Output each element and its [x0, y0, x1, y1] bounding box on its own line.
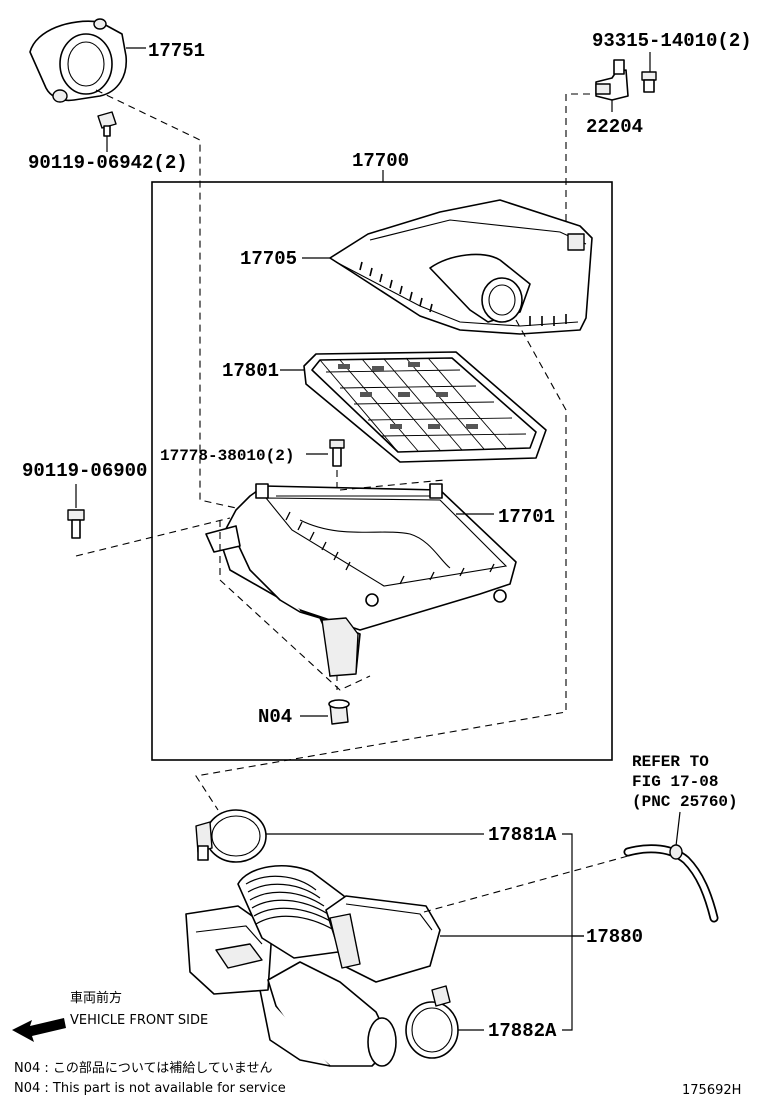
label-93315-14010: 93315-14010(2): [592, 30, 752, 52]
label-17705: 17705: [240, 248, 297, 270]
screw-17778-38010[interactable]: [329, 439, 345, 467]
part-17701-lower-case[interactable]: [205, 483, 517, 677]
part-17882A-clamp[interactable]: [405, 985, 459, 1059]
label-N04: N04: [258, 706, 292, 728]
label-17882A: 17882A: [488, 1020, 557, 1042]
refer-line-1: REFER TO: [632, 753, 709, 771]
bolt-90119-06900[interactable]: [67, 509, 85, 539]
note-en: N04 : This part is not available for ser…: [14, 1081, 286, 1096]
part-17880-intake-hose[interactable]: [185, 865, 441, 1067]
part-17705-upper-cover[interactable]: [329, 199, 593, 335]
label-90119-06900: 90119-06900: [22, 460, 147, 482]
label-22204: 22204: [586, 116, 643, 138]
label-17880: 17880: [586, 926, 643, 948]
front-arrow-icon: [12, 1018, 66, 1042]
direction-en: VEHICLE FRONT SIDE: [70, 1013, 208, 1028]
part-17881A-clamp[interactable]: [195, 809, 267, 863]
label-17881A: 17881A: [488, 824, 557, 846]
part-17801-air-filter[interactable]: [303, 351, 547, 463]
refer-line-2: FIG 17-08: [632, 773, 718, 791]
diagram-id: 175692H: [682, 1083, 741, 1098]
refer-line-3: (PNC 25760): [632, 793, 738, 811]
label-17700: 17700: [352, 150, 409, 172]
label-17778-38010: 17778-38010(2): [160, 447, 294, 465]
label-90119-06942: 90119-06942(2): [28, 152, 188, 174]
bolt-90119-06942[interactable]: [97, 111, 117, 137]
part-17751-intake-duct[interactable]: [29, 18, 127, 103]
label-17701: 17701: [498, 506, 555, 528]
note-jp: N04 : この部品については補給していません: [14, 1061, 272, 1076]
part-N04-grommet[interactable]: [328, 699, 350, 725]
assembly-frame-17700: [151, 181, 613, 761]
screw-93315-14010[interactable]: [641, 71, 657, 93]
sensor-22204[interactable]: [595, 59, 629, 101]
direction-jp: 車両前方: [70, 990, 122, 1006]
label-17751: 17751: [148, 40, 205, 62]
label-17801: 17801: [222, 360, 279, 382]
hose-pnc-25760[interactable]: [623, 844, 719, 923]
